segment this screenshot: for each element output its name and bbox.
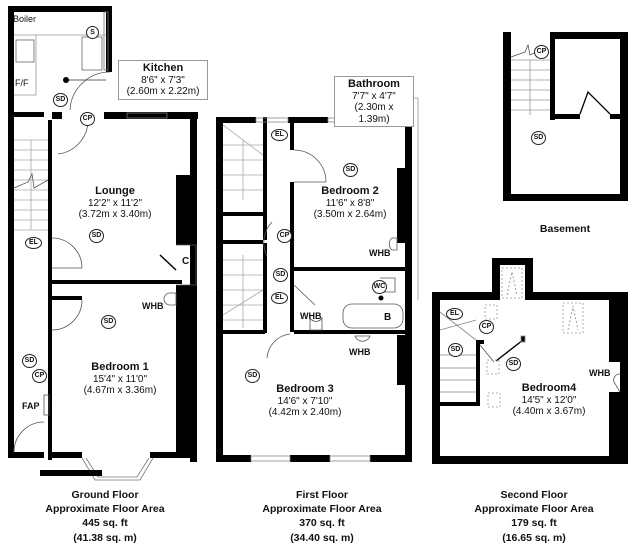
smoke-detector-stairs-second: SD (448, 343, 463, 357)
consumer-panel-basement: CP (534, 45, 549, 59)
second-floor-caption: Second Floor Approximate Floor Area 179 … (474, 489, 594, 544)
smoke-detector-bedroom4: SD (506, 357, 521, 371)
fire-alarm-panel-label: FAP (22, 401, 40, 411)
whb-bedroom3-label: WHB (349, 347, 371, 357)
smoke-detector-kitchen: SD (53, 93, 68, 107)
electric-meter-first: EL (271, 129, 288, 141)
smoke-detector-basement: SD (531, 131, 546, 145)
whb-bedroom1-label: WHB (142, 301, 164, 311)
second-floor-details (439, 267, 621, 408)
boiler-label: Boiler (13, 14, 37, 24)
second-floor-walls (432, 258, 628, 464)
consumer-panel-hall: CP (32, 369, 47, 383)
basement-details (510, 43, 611, 115)
bedroom1-label: Bedroom 1 15'4" x 11'0" (4.67m x 3.36m) (83, 361, 157, 397)
ground-floor-details (13, 11, 197, 481)
electric-meter-landing: EL (271, 292, 288, 304)
electric-meter-ground: EL (25, 237, 42, 249)
whb-bedroom2-label: WHB (369, 248, 391, 258)
first-floor-walls (216, 117, 412, 462)
whb-bedroom4-label: WHB (589, 368, 611, 378)
consumer-panel-second: CP (479, 320, 494, 334)
bedroom3-label: Bedroom 3 14'6" x 7'10" (4.42m x 2.40m) (268, 383, 342, 419)
ground-floor-caption: Ground Floor Approximate Floor Area 445 … (45, 489, 165, 544)
wc-symbol: WC (372, 280, 387, 294)
basement-caption: Basement (539, 223, 591, 235)
smoke-detector-bedroom2: SD (343, 163, 358, 177)
bathroom-label: Bathroom 7'7" x 4'7" (2.30m x 1.39m) (334, 76, 414, 128)
fridge-freezer-label: F/F (15, 78, 29, 88)
smoke-detector-hall: SD (22, 354, 37, 368)
cupboard-label: C (182, 256, 190, 267)
bedroom2-label: Bedroom 2 11'6" x 8'8" (3.50m x 2.64m) (313, 185, 387, 221)
basement-walls (503, 32, 628, 201)
kitchen-label: Kitchen 8'6" x 7'3" (2.60m x 2.22m) (118, 60, 208, 100)
first-floor-caption: First Floor Approximate Floor Area 370 s… (262, 489, 382, 544)
ground-floor-light-point (63, 77, 69, 83)
whb-landing-label: WHB (300, 311, 322, 321)
electric-meter-second: EL (446, 308, 463, 320)
bath-label: B (384, 312, 392, 323)
smoke-detector-bedroom3: SD (245, 369, 260, 383)
ground-floor-walls (8, 6, 198, 462)
smoke-detector-landing: SD (273, 268, 288, 282)
lounge-label: Lounge 12'2" x 11'2" (3.72m x 3.40m) (78, 185, 152, 221)
smoke-detector-lounge: SD (89, 229, 104, 243)
bedroom4-label: Bedroom4 14'5" x 12'0" (4.40m x 3.67m) (512, 382, 586, 418)
consumer-panel-first: CP (277, 229, 292, 243)
sink-symbol: S (86, 26, 99, 39)
smoke-detector-bedroom1: SD (101, 315, 116, 329)
consumer-panel-ground: CP (80, 112, 95, 126)
